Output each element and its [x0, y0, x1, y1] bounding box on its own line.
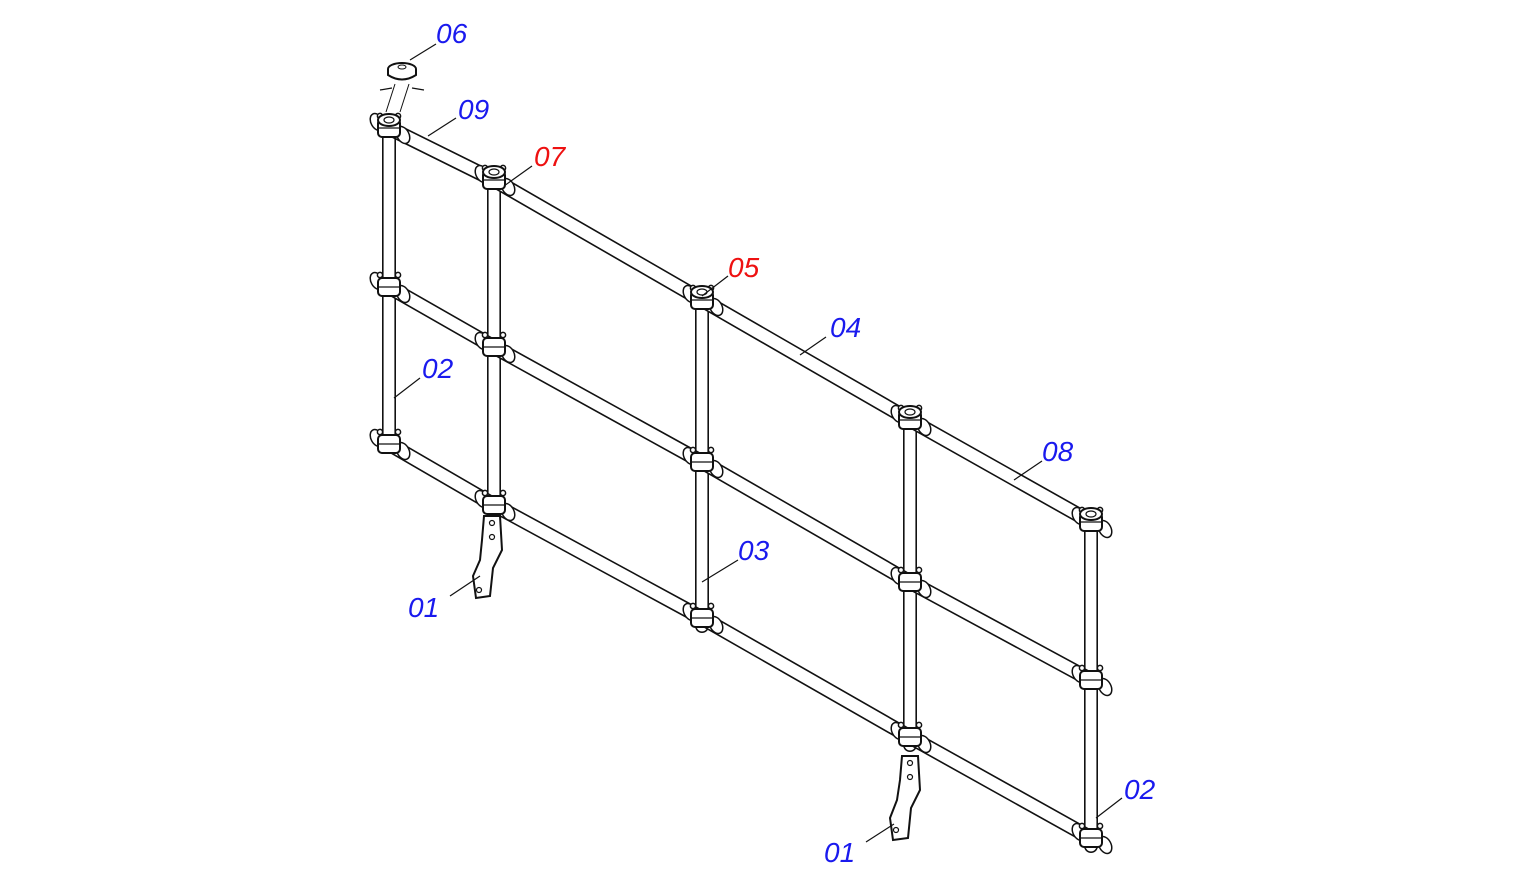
- label-05: 05: [728, 252, 760, 283]
- extras: [379, 62, 922, 842]
- end-cap: [379, 62, 425, 113]
- label-01-right: 01: [824, 837, 855, 868]
- rail-top-2: [486, 172, 710, 308]
- rail-mid-2: [486, 339, 710, 470]
- fitting-p2-mid: [474, 331, 516, 364]
- fitting-p3-bottom: [682, 602, 724, 635]
- label-01-left: 01: [408, 592, 439, 623]
- label-04: 04: [830, 312, 861, 343]
- fittings: [369, 112, 1113, 855]
- part-labels: 06 09 07 05 04 02 08 03 01 02 01: [408, 18, 1156, 868]
- fitting-p2-bottom: [474, 489, 516, 522]
- label-09: 09: [458, 94, 489, 125]
- label-07: 07: [534, 141, 567, 172]
- fitting-p1-top: [369, 112, 411, 145]
- fitting-p3-mid: [682, 446, 724, 479]
- rail-bottom-3: [694, 610, 918, 745]
- leader-lines: [393, 43, 1123, 843]
- fitting-p4-bottom: [890, 721, 932, 754]
- label-02-right: 02: [1124, 774, 1156, 805]
- label-03: 03: [738, 535, 770, 566]
- rail-top-3: [694, 292, 918, 428]
- base-plate-left: [471, 515, 504, 600]
- fitting-p5-bottom: [1071, 822, 1113, 855]
- fitting-p4-top: [890, 404, 932, 437]
- fitting-p3-top: [682, 284, 724, 317]
- fitting-p1-mid: [369, 271, 411, 304]
- rail-mid-3: [694, 454, 918, 590]
- rail-bottom-2: [486, 497, 710, 626]
- fitting-p1-bottom: [369, 428, 411, 461]
- fitting-p4-mid: [890, 566, 932, 599]
- fitting-p2-top: [474, 164, 516, 197]
- fitting-p5-mid: [1071, 664, 1113, 697]
- rail-bottom-4: [902, 729, 1099, 846]
- label-02-left: 02: [422, 353, 454, 384]
- base-plate-right: [888, 755, 922, 842]
- rail-top-4: [902, 412, 1099, 530]
- label-08: 08: [1042, 436, 1074, 467]
- pipes: [381, 120, 1099, 853]
- fitting-p5-top: [1071, 506, 1113, 539]
- label-06: 06: [436, 18, 468, 49]
- rail-mid-4: [902, 574, 1099, 688]
